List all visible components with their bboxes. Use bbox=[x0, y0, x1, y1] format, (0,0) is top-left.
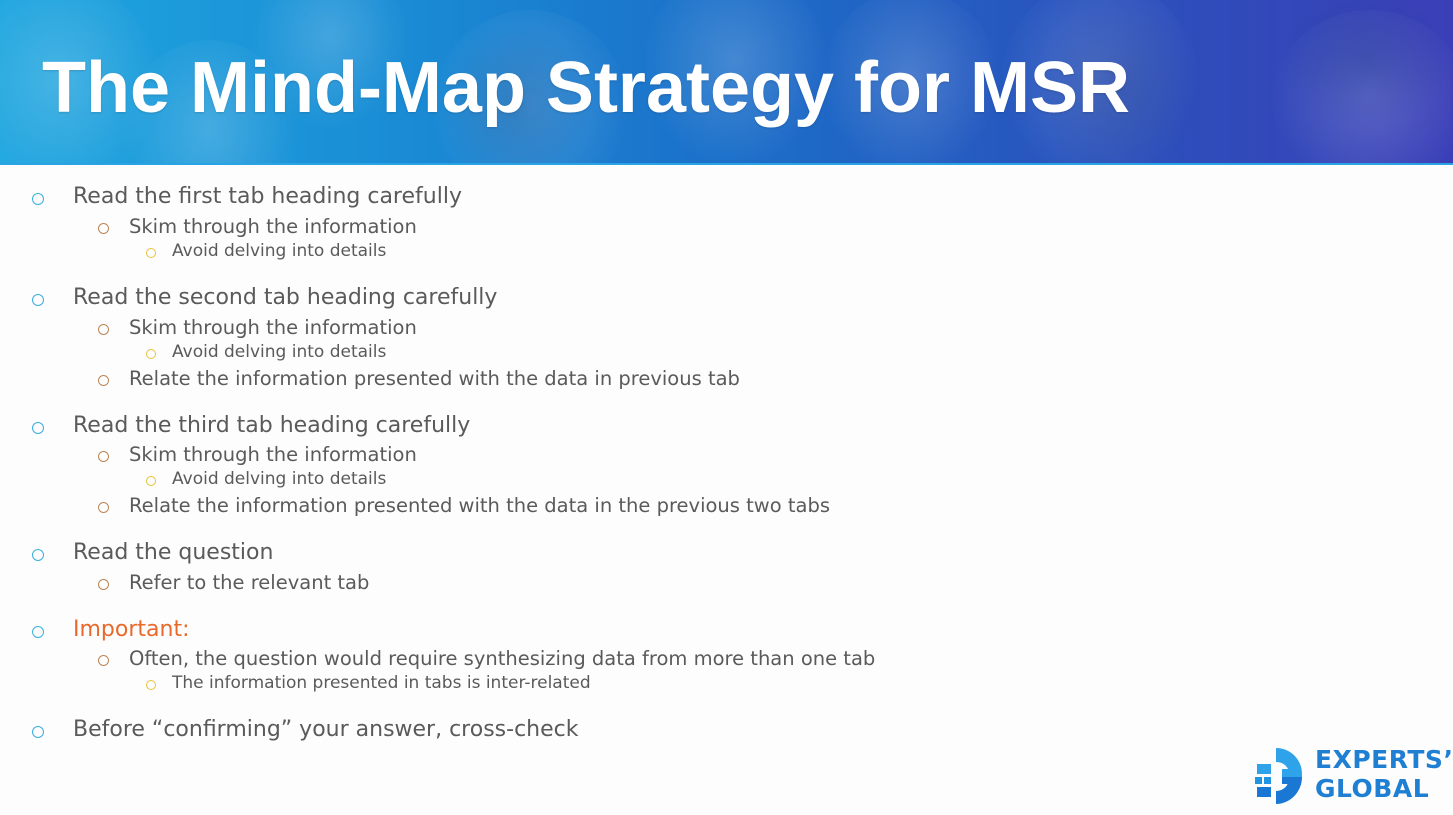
list-item: Relate the information presented with th… bbox=[98, 494, 831, 517]
hollow-circle-bullet-icon bbox=[146, 248, 156, 258]
hollow-circle-bullet-icon bbox=[98, 655, 109, 666]
list-item: Skim through the information bbox=[98, 316, 417, 339]
hollow-circle-bullet-icon bbox=[32, 193, 44, 205]
list-item-text: Read the question bbox=[73, 540, 274, 565]
list-item: Often, the question would require synthe… bbox=[98, 647, 876, 670]
list-item-text: Avoid delving into details bbox=[172, 469, 387, 489]
list-item: Avoid delving into details bbox=[146, 342, 387, 362]
list-item-text: Skim through the information bbox=[129, 316, 417, 339]
hollow-circle-bullet-icon bbox=[32, 422, 44, 434]
list-item-text: Relate the information presented with th… bbox=[129, 494, 831, 517]
list-item-text: Read the first tab heading carefully bbox=[73, 184, 462, 209]
hollow-circle-bullet-icon bbox=[32, 626, 44, 638]
list-item-text: Avoid delving into details bbox=[172, 241, 387, 261]
title-banner: The Mind-Map Strategy for MSR bbox=[0, 0, 1453, 165]
list-item-text: Relate the information presented with th… bbox=[129, 367, 740, 390]
list-item-text: Skim through the information bbox=[129, 215, 417, 238]
experts-global-logo: EXPERTS’ GLOBAL bbox=[1255, 745, 1453, 805]
hollow-circle-bullet-icon bbox=[98, 223, 109, 234]
logo-line-1: EXPERTS’ bbox=[1315, 745, 1453, 774]
hollow-circle-bullet-icon bbox=[98, 502, 109, 513]
hollow-circle-bullet-icon bbox=[98, 375, 109, 386]
list-item-text: Avoid delving into details bbox=[172, 342, 387, 362]
hollow-circle-bullet-icon bbox=[146, 680, 156, 690]
logo-line-2: GLOBAL bbox=[1315, 774, 1430, 803]
hollow-circle-bullet-icon bbox=[32, 294, 44, 306]
hollow-circle-bullet-icon bbox=[32, 549, 44, 561]
hollow-circle-bullet-icon bbox=[98, 579, 109, 590]
list-item: Relate the information presented with th… bbox=[98, 367, 740, 390]
hollow-circle-bullet-icon bbox=[146, 349, 156, 359]
list-item-text: The information presented in tabs is int… bbox=[172, 673, 591, 693]
list-item-text: Often, the question would require synthe… bbox=[129, 647, 876, 670]
list-item-text: Before “confirming” your answer, cross-c… bbox=[73, 717, 579, 742]
list-item: The information presented in tabs is int… bbox=[146, 673, 591, 693]
hollow-circle-bullet-icon bbox=[98, 324, 109, 335]
hollow-circle-bullet-icon bbox=[32, 726, 44, 738]
banner-photo-face bbox=[0, 0, 160, 163]
banner-photo-face bbox=[250, 0, 410, 130]
list-item: Read the third tab heading carefully bbox=[32, 413, 471, 438]
list-item: Skim through the information bbox=[98, 443, 417, 466]
banner-photo-face bbox=[820, 0, 1000, 163]
hollow-circle-bullet-icon bbox=[146, 476, 156, 486]
list-item-text: Skim through the information bbox=[129, 443, 417, 466]
list-item-text: Important: bbox=[73, 617, 190, 642]
logo-wordmark: EXPERTS’ GLOBAL bbox=[1315, 745, 1453, 803]
list-item: Avoid delving into details bbox=[146, 469, 387, 489]
slide-title: The Mind-Map Strategy for MSR bbox=[42, 48, 1131, 128]
hollow-circle-bullet-icon bbox=[98, 451, 109, 462]
banner-photo-shade bbox=[1040, 0, 1200, 163]
list-item-text: Read the third tab heading carefully bbox=[73, 413, 471, 438]
banner-photo-face bbox=[1000, 0, 1200, 163]
list-item: Avoid delving into details bbox=[146, 241, 387, 261]
list-item-text: Refer to the relevant tab bbox=[129, 571, 370, 594]
list-item: Read the second tab heading carefully bbox=[32, 285, 498, 310]
banner-photo-face bbox=[1270, 10, 1453, 163]
list-item: Read the first tab heading carefully bbox=[32, 184, 462, 209]
list-item-text: Read the second tab heading carefully bbox=[73, 285, 498, 310]
list-item: Refer to the relevant tab bbox=[98, 571, 370, 594]
list-item: Skim through the information bbox=[98, 215, 417, 238]
list-item: Read the question bbox=[32, 540, 274, 565]
banner-photo-shade bbox=[1280, 0, 1450, 130]
banner-photo-shade bbox=[440, 20, 590, 163]
list-item: Before “confirming” your answer, cross-c… bbox=[32, 717, 579, 742]
banner-photo-face bbox=[640, 0, 830, 163]
list-item-important: Important: bbox=[32, 617, 190, 642]
experts-global-g-icon bbox=[1255, 748, 1302, 804]
